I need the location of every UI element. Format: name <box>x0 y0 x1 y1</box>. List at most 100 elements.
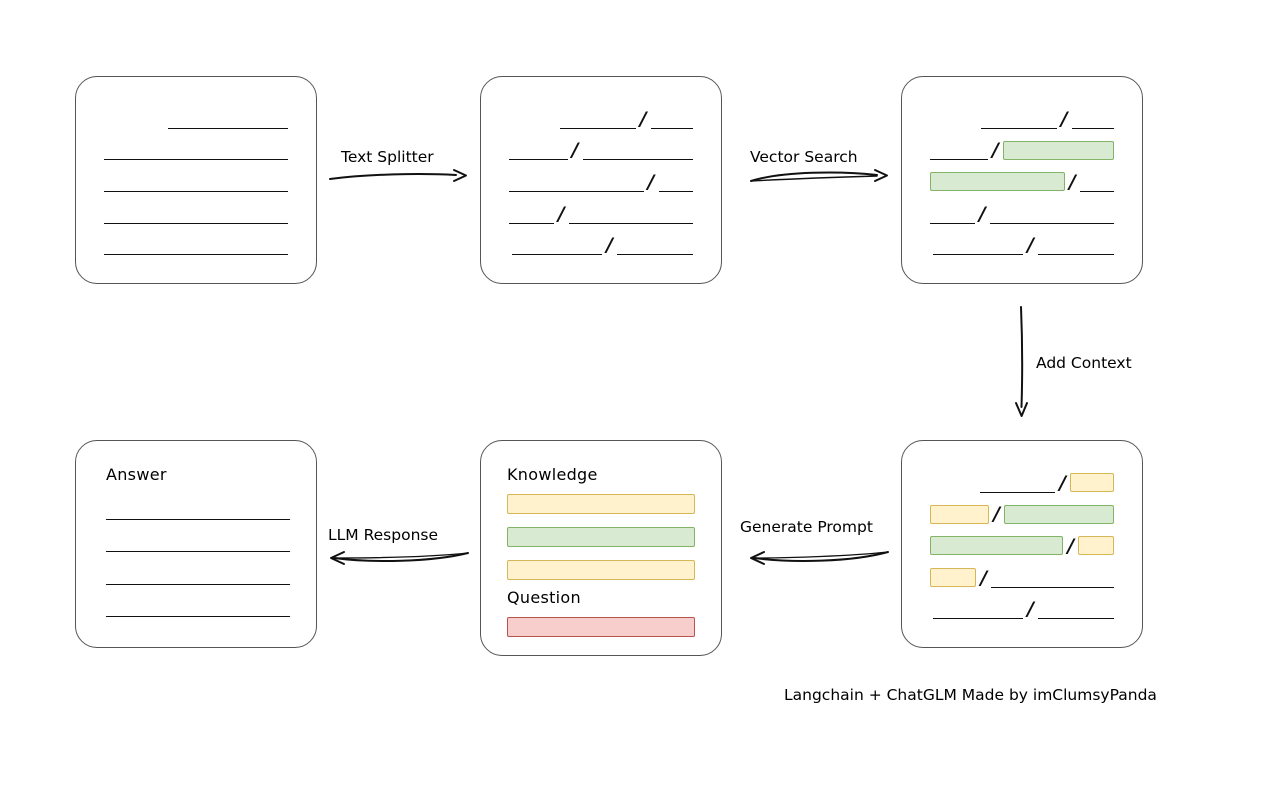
source-document-content <box>76 77 316 283</box>
document-line: / <box>509 204 693 224</box>
line-indent <box>930 116 981 129</box>
separator-slash: / <box>639 107 647 130</box>
prompt-bar-green <box>507 527 695 547</box>
document-line: / <box>930 568 1114 588</box>
text-rule <box>933 241 1024 256</box>
highlight-chunk-green <box>1004 504 1114 524</box>
prompt-box: Knowledge Question <box>480 440 722 656</box>
separator-slash: / <box>980 566 988 589</box>
text-rule <box>1038 241 1115 256</box>
document-line: / <box>930 172 1114 192</box>
vector-search-results-rows: / / / / / <box>930 103 1115 261</box>
source-document-rows <box>104 103 288 261</box>
separator-slash: / <box>571 139 579 162</box>
document-line: / <box>930 504 1114 524</box>
document-line: / <box>930 536 1114 556</box>
text-rule <box>980 115 1057 129</box>
text-rule <box>512 241 603 256</box>
document-line <box>104 172 288 192</box>
knowledge-bars <box>507 494 695 580</box>
text-rule <box>1079 178 1114 192</box>
document-line: / <box>930 139 1114 162</box>
answer-box: Answer <box>75 440 317 648</box>
arrow-generate-prompt-label: Generate Prompt <box>740 518 873 536</box>
document-line: / <box>509 172 693 192</box>
text-rule <box>509 146 568 161</box>
separator-slash: / <box>1059 471 1067 494</box>
text-rule <box>658 178 693 192</box>
text-rule <box>559 115 636 129</box>
text-rule <box>568 210 693 224</box>
knowledge-label: Knowledge <box>507 465 598 484</box>
vector-search-results-content: / / / / / <box>902 77 1142 283</box>
highlight-chunk-green <box>1002 140 1114 160</box>
text-rule <box>104 210 288 224</box>
text-rule <box>650 115 694 129</box>
text-rule <box>106 603 290 617</box>
text-rule <box>106 538 290 553</box>
highlight-chunk-yellow <box>1078 536 1114 556</box>
text-rule <box>1038 605 1115 620</box>
text-rule <box>168 115 288 129</box>
text-rule <box>582 146 693 161</box>
separator-slash: / <box>991 139 999 162</box>
document-line <box>104 204 288 224</box>
separator-slash: / <box>1027 598 1035 621</box>
arrow-llm-response <box>320 548 470 566</box>
text-rule <box>930 146 988 161</box>
separator-slash: / <box>1060 107 1068 130</box>
highlight-chunk-yellow <box>930 504 990 524</box>
question-bars <box>507 617 695 637</box>
text-rule <box>930 210 975 224</box>
line-indent <box>930 480 980 493</box>
text-rule <box>106 571 290 585</box>
text-rule <box>104 178 288 192</box>
document-line <box>106 532 290 553</box>
separator-slash: / <box>1027 234 1035 257</box>
text-rule <box>509 210 554 224</box>
highlight-chunk-green <box>930 536 1064 556</box>
answer-label: Answer <box>106 465 167 484</box>
separator-slash: / <box>606 234 614 257</box>
text-rule <box>509 178 644 192</box>
line-indent <box>509 116 560 129</box>
separator-slash: / <box>978 202 986 225</box>
document-line <box>104 140 288 161</box>
document-line: / <box>930 473 1114 493</box>
document-line: / <box>509 139 693 162</box>
document-line <box>104 109 288 129</box>
text-rule <box>989 210 1114 224</box>
text-rule <box>106 506 290 521</box>
highlight-chunk-yellow <box>1070 473 1114 493</box>
arrow-vector-search <box>749 168 889 186</box>
document-line <box>106 565 290 585</box>
text-rule <box>104 241 288 256</box>
split-chunks-box: / / / / / <box>480 76 722 284</box>
source-document-box <box>75 76 317 284</box>
document-line <box>106 597 290 617</box>
text-rule <box>617 241 694 256</box>
vector-search-results-box: / / / / / <box>901 76 1143 284</box>
arrow-text-splitter-label: Text Splitter <box>341 148 434 166</box>
text-rule <box>980 479 1056 493</box>
arrow-vector-search-label: Vector Search <box>750 148 858 166</box>
context-chunks-box: / / / / / <box>901 440 1143 648</box>
answer-content: Answer <box>76 441 316 647</box>
separator-slash: / <box>1067 534 1075 557</box>
document-line <box>104 235 288 256</box>
separator-slash: / <box>1068 170 1076 193</box>
prompt-bar-yellow <box>507 494 695 514</box>
highlight-chunk-yellow <box>930 568 977 588</box>
highlight-chunk-green <box>930 172 1065 192</box>
document-line: / <box>930 598 1115 621</box>
arrow-add-context-label: Add Context <box>1036 354 1132 372</box>
split-chunks-content: / / / / / <box>481 77 721 283</box>
arrow-generate-prompt <box>740 548 890 566</box>
answer-rows <box>106 488 290 623</box>
document-line: / <box>509 234 694 257</box>
prompt-bar-yellow <box>507 560 695 580</box>
prompt-content: Knowledge Question <box>481 441 721 655</box>
document-line: / <box>930 204 1114 224</box>
document-line: / <box>509 107 694 130</box>
text-rule <box>991 574 1114 588</box>
